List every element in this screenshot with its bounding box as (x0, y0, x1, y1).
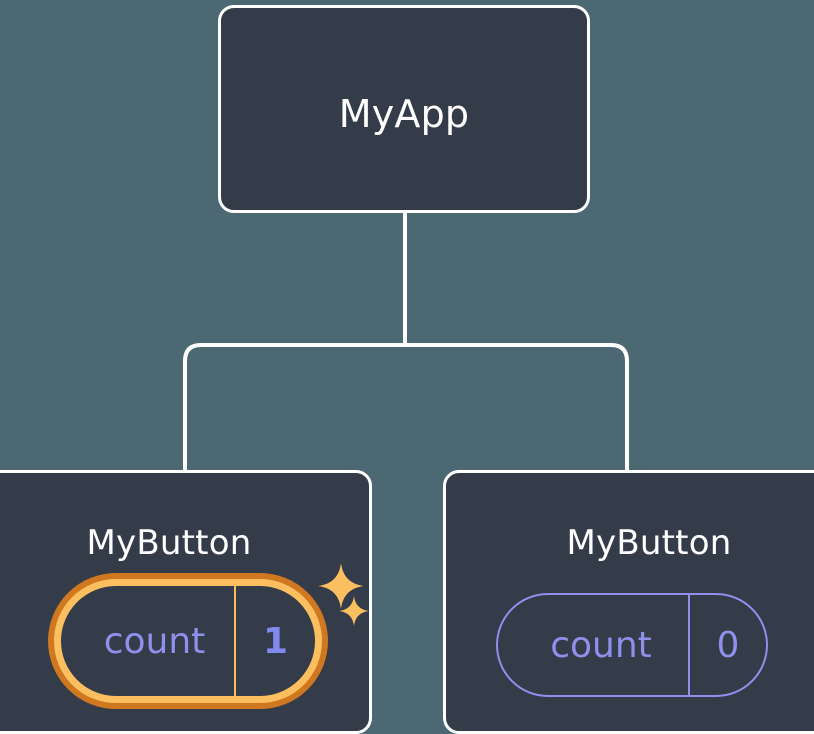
state-value-right: 0 (716, 624, 740, 666)
root-node-label: MyApp (338, 92, 470, 136)
child-node-right[interactable]: MyButton count 0 (443, 470, 814, 734)
highlight-outer-ring (48, 573, 328, 709)
state-key-right: count (550, 624, 652, 666)
state-key-left: count (103, 620, 206, 662)
child-node-left[interactable]: MyButton count 1 (0, 470, 372, 734)
state-divider-right (688, 595, 690, 695)
state-pill-right[interactable]: count 0 (496, 593, 768, 697)
state-value-left: 1 (262, 620, 289, 662)
state-pill-left[interactable]: count 1 (48, 573, 328, 709)
state-pill-left-content: count 1 (61, 586, 315, 696)
child-node-left-label: MyButton (86, 523, 252, 563)
root-node[interactable]: MyApp (218, 5, 590, 213)
child-node-right-label: MyButton (566, 523, 732, 563)
state-divider-left (234, 586, 236, 696)
highlight-inner-ring (54, 579, 322, 703)
connector-branch-bus (183, 343, 629, 472)
